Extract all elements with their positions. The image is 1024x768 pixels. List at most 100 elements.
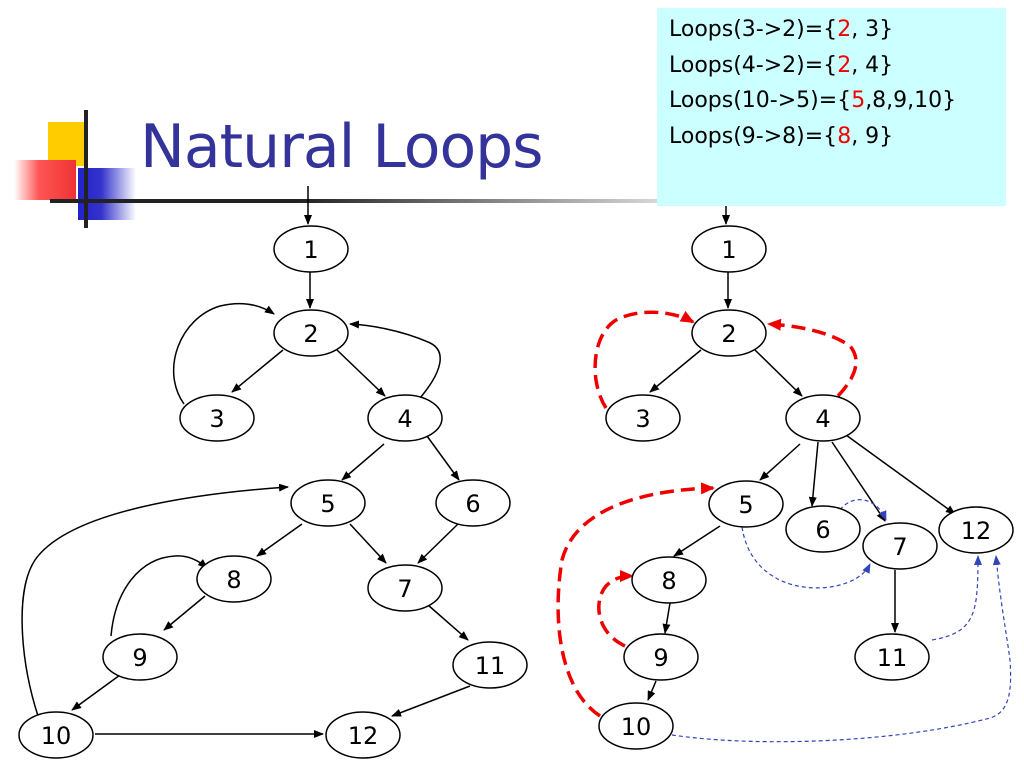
- loop-rest: , 4}: [851, 52, 894, 78]
- left-edge-9-8: [110, 555, 208, 637]
- right-node-10: [598, 702, 674, 750]
- left-edge-2-4: [336, 349, 386, 397]
- right-label-9: 9: [653, 644, 668, 672]
- right-edge-4-5: [759, 443, 801, 481]
- loop-header: 2: [837, 17, 852, 42]
- left-node-4: [367, 394, 443, 442]
- left-edge-11-12: [391, 685, 471, 717]
- left-node-labels: 1 2 3 4 5 6 7 8 9 10 11 12: [41, 236, 506, 750]
- loop-prefix: Loops(9->8)={: [669, 123, 838, 149]
- loop-rest: ,8,9,10}: [865, 88, 957, 113]
- left-graph: [18, 186, 528, 759]
- right-edge-5-8: [673, 525, 721, 557]
- right-label-3: 3: [635, 405, 650, 433]
- loop-prefix: Loops(10->5)={: [669, 88, 852, 113]
- ornament-vertical-bar: [84, 110, 88, 228]
- title-ornament: [0, 0, 140, 230]
- right-back-edge-9-8: [597, 570, 634, 648]
- loop-line-3-2: Loops(3->2)={2, 3}: [669, 6, 1006, 54]
- loop-header: 5: [851, 88, 866, 113]
- slide-title: Natural Loops: [140, 112, 544, 182]
- right-edge-4-7: [831, 441, 886, 522]
- loop-prefix: Loops(4->2)={: [669, 52, 838, 78]
- right-edge-4-6: [808, 441, 819, 507]
- left-label-6: 6: [465, 490, 480, 518]
- right-node-8: [631, 556, 707, 604]
- left-node-3: [179, 394, 255, 442]
- right-edge-8-9: [662, 602, 671, 634]
- right-graph: [647, 206, 956, 701]
- left-edge-4-5: [341, 443, 385, 481]
- right-node-11: [854, 633, 930, 681]
- left-node-8: [196, 555, 272, 603]
- left-label-12: 12: [348, 722, 379, 750]
- right-label-10: 10: [621, 713, 652, 741]
- ornament-yellow-square: [48, 122, 88, 166]
- left-edge-7-11: [427, 604, 469, 641]
- right-label-6: 6: [815, 516, 830, 544]
- left-label-2: 2: [303, 320, 318, 348]
- loop-line-10-5: Loops(10->5)={5,8,9,10}: [669, 77, 1006, 125]
- left-node-9: [102, 633, 178, 681]
- left-edge-5-8: [256, 523, 303, 557]
- right-back-edges: [556, 310, 858, 718]
- right-label-2: 2: [721, 320, 736, 348]
- right-edge-6-7: [839, 499, 887, 521]
- right-node-6: [785, 505, 861, 553]
- left-edge-10-5: [21, 483, 289, 717]
- loop-header: 2: [837, 52, 852, 78]
- right-label-8: 8: [661, 567, 676, 595]
- left-edge-9-10: [71, 674, 121, 711]
- left-label-10: 10: [41, 722, 72, 750]
- loop-rest: , 3}: [851, 17, 894, 42]
- loop-prefix: Loops(3->2)={: [669, 17, 838, 42]
- left-node-6: [435, 479, 511, 527]
- right-other-edges: [671, 499, 1012, 743]
- right-edge-5-7: [741, 526, 871, 589]
- left-node-1: [273, 225, 349, 273]
- right-edge-2-3: [649, 349, 702, 393]
- left-label-3: 3: [209, 405, 224, 433]
- right-node-9: [623, 633, 699, 681]
- left-node-12: [325, 711, 401, 759]
- right-label-11: 11: [877, 644, 908, 672]
- right-node-4: [785, 394, 861, 442]
- right-node-5: [708, 480, 784, 528]
- loop-line-4-2: Loops(4->2)={2, 4}: [669, 42, 1006, 90]
- left-edge-6-7: [417, 523, 459, 564]
- left-edge-2-3: [231, 349, 284, 393]
- left-label-11: 11: [475, 652, 506, 680]
- left-node-5: [290, 479, 366, 527]
- right-back-edge-3-2: [593, 310, 695, 409]
- right-node-1: [691, 225, 767, 273]
- loop-header: 8: [837, 123, 852, 149]
- loops-summary-box: Loops(3->2)={2, 3} Loops(4->2)={2, 4} Lo…: [657, 8, 1006, 206]
- right-label-5: 5: [738, 491, 753, 519]
- right-back-edge-10-5: [556, 482, 715, 718]
- right-label-7: 7: [892, 533, 907, 561]
- left-edge-4-2: [349, 320, 441, 399]
- left-edge-5-7: [349, 523, 387, 564]
- right-edge-9-10: [647, 680, 657, 701]
- right-node-2: [691, 309, 767, 357]
- left-label-8: 8: [226, 566, 241, 594]
- left-label-9: 9: [132, 644, 147, 672]
- right-label-12: 12: [961, 517, 992, 545]
- left-label-5: 5: [320, 490, 335, 518]
- right-edge-2-4: [754, 349, 803, 397]
- left-node-7: [367, 564, 443, 612]
- loop-line-9-8: Loops(9->8)={8, 9}: [669, 113, 1006, 161]
- loop-rest: , 9}: [851, 123, 894, 149]
- right-node-3: [605, 394, 681, 442]
- ornament-red-square: [14, 160, 76, 200]
- left-edge-4-6: [426, 435, 460, 481]
- right-node-12: [938, 506, 1014, 554]
- right-label-1: 1: [721, 236, 736, 264]
- left-label-1: 1: [303, 236, 318, 264]
- right-back-edge-4-2: [767, 318, 858, 398]
- right-edge-11-12: [931, 555, 982, 641]
- left-node-2: [273, 309, 349, 357]
- right-node-labels: 1 2 3 4 5 6 7 8 9 10 11 12: [621, 236, 992, 741]
- title-underline: [50, 199, 670, 203]
